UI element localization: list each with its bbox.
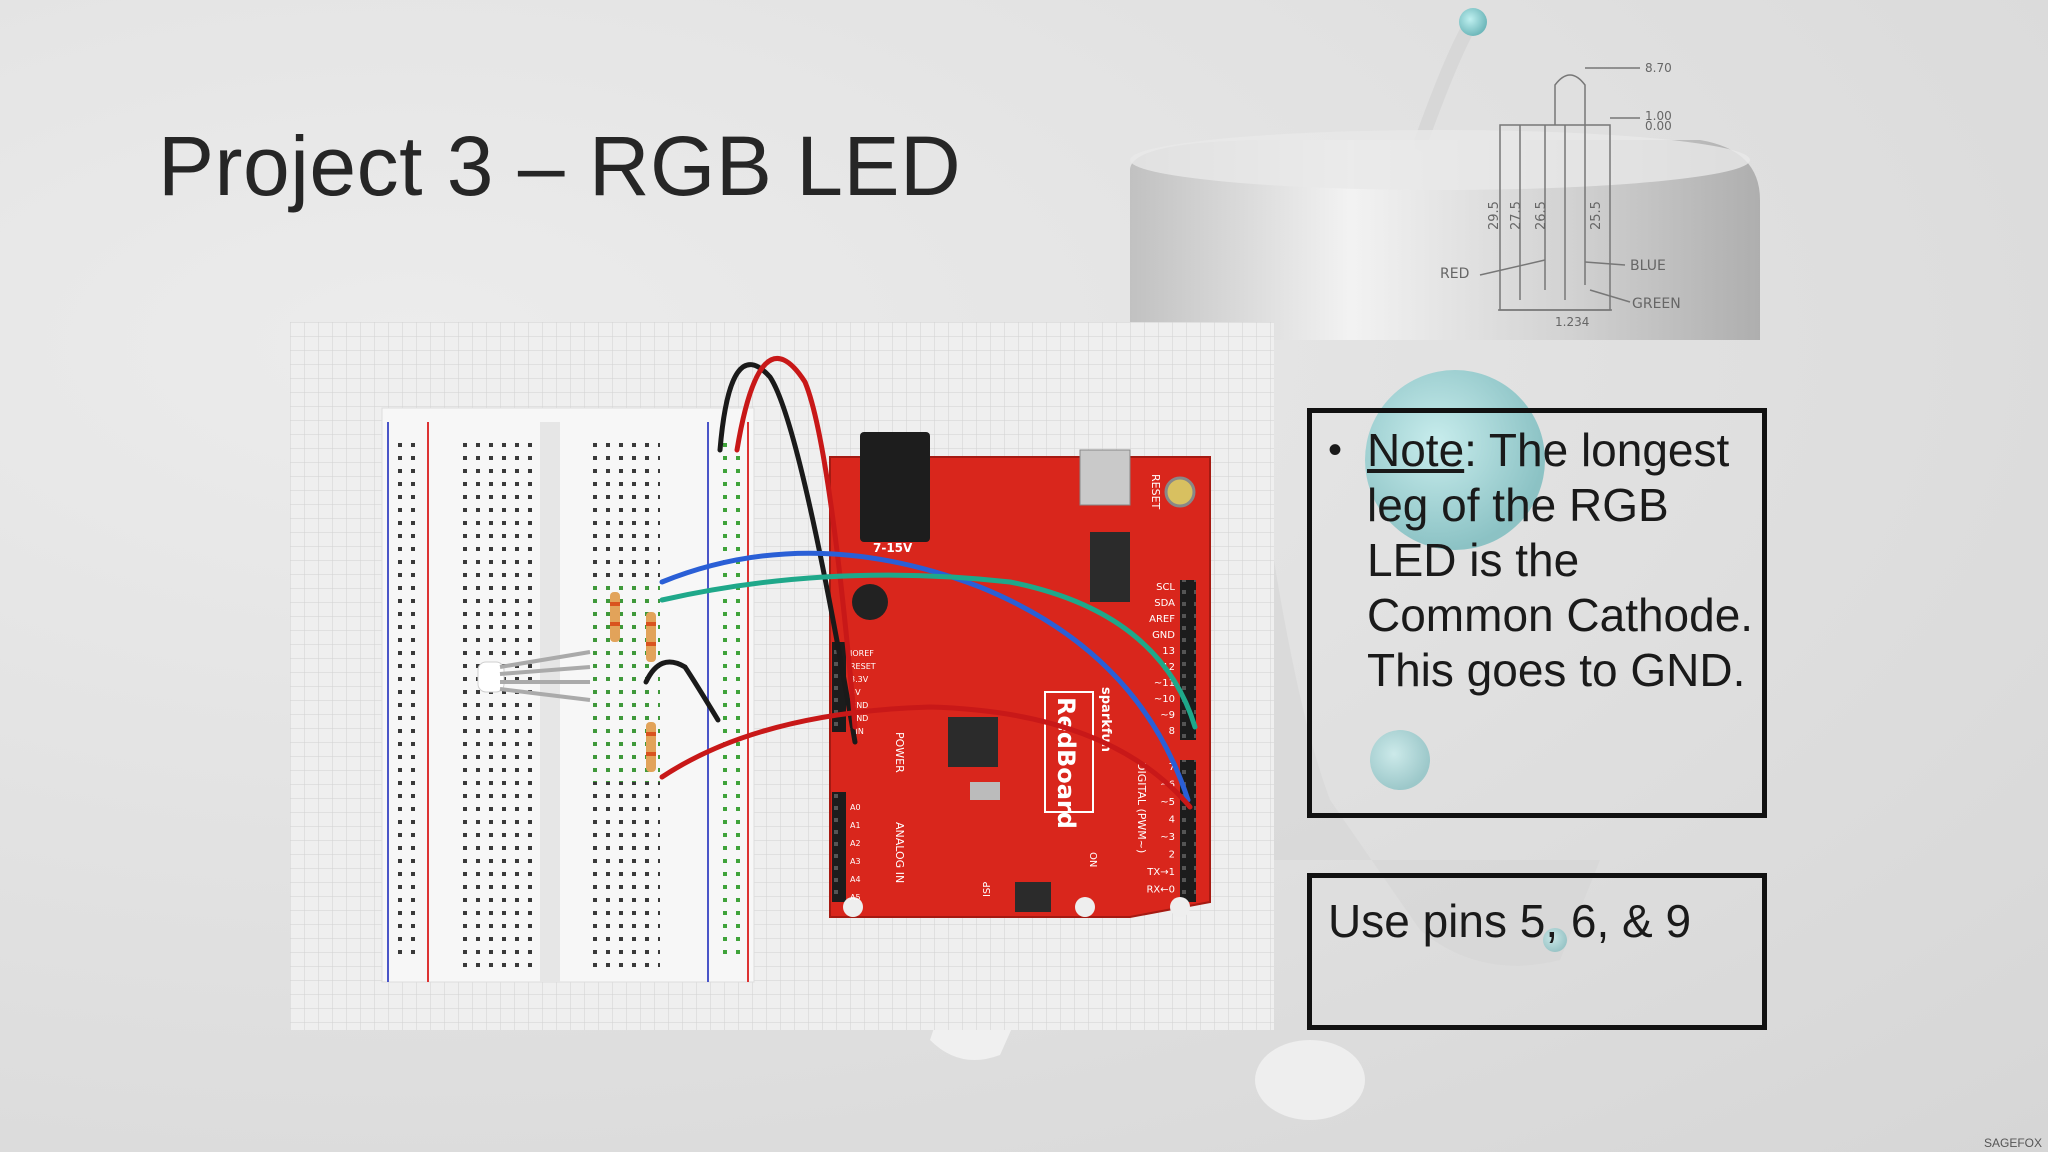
wire-black-gnd — [717, 362, 858, 745]
led-leg-label-green: GREEN — [1632, 296, 1681, 312]
digital-pin-label: ~3 — [1160, 832, 1175, 843]
dim-label-vertical: 29.5 — [1487, 201, 1502, 230]
power-pin-label: VIN — [850, 727, 864, 736]
analog-pin-label: A1 — [850, 821, 861, 830]
dim-label: 0.00 — [1645, 119, 1672, 133]
power-jack-label: 7-15V — [873, 541, 913, 555]
digital-pin-label: ~10 — [1154, 694, 1175, 705]
digital-pin-label: 13 — [1162, 646, 1175, 657]
dim-label: 8.70 — [1645, 61, 1672, 75]
reset-label: RESET — [1149, 474, 1162, 510]
digital-pin-label: RX←0 — [1146, 885, 1175, 896]
digital-pin-label: 2 — [1169, 850, 1175, 861]
digital-pin-label: ~5 — [1160, 797, 1175, 808]
power-pin-label: 5V — [850, 688, 861, 697]
digital-pin-label: 12 — [1162, 662, 1175, 673]
note-body: : The longest leg of the RGB LED is the … — [1367, 424, 1754, 696]
jumper-wires — [643, 356, 1198, 810]
power-pin-label: IOREF — [850, 649, 874, 658]
digital-label: DIGITAL (PWM~) — [1135, 762, 1148, 853]
power-pin-label: GND — [850, 701, 868, 710]
digital-pin-label: ~11 — [1154, 678, 1175, 689]
rgb-led — [477, 650, 591, 702]
redboard — [829, 432, 1211, 918]
dim-label-vertical: 25.5 — [1589, 201, 1604, 230]
on-label: ON — [1087, 852, 1098, 867]
dim-label: 1.234 — [1555, 315, 1589, 329]
power-pin-label: RESET — [850, 662, 876, 671]
power-pin-label: 3.3V — [850, 675, 869, 684]
breadboard — [381, 407, 755, 983]
isp-label: ISP — [982, 882, 993, 897]
analog-pin-label: A5 — [850, 893, 861, 902]
note-box: • Note: The longest leg of the RGB LED i… — [1307, 408, 1767, 818]
digital-pin-label: GND — [1152, 630, 1175, 641]
wire-red-5v — [734, 356, 858, 730]
digital-pin-label: 4 — [1169, 815, 1175, 826]
analog-label: ANALOG IN — [893, 822, 906, 883]
led-dimension-drawing — [1479, 67, 1640, 311]
footer-brand: SAGEFOX — [1983, 1136, 2042, 1150]
power-pin-label: GND — [850, 714, 868, 723]
dim-label-vertical: 27.5 — [1509, 201, 1524, 230]
digital-pin-label: SDA — [1154, 598, 1175, 609]
digital-pin-label: 7 — [1169, 762, 1175, 773]
board-brand-label: sparkfun — [1098, 687, 1113, 752]
pins-box: Use pins 5, 6, & 9 — [1307, 873, 1767, 1030]
analog-pin-label: A2 — [850, 839, 861, 848]
bullet-icon: • — [1328, 428, 1343, 472]
wire-red-pin — [659, 704, 1193, 810]
wire-blue-pin — [659, 550, 1191, 803]
wire-green-pin — [659, 572, 1198, 730]
led-leg-label-red: RED — [1440, 266, 1469, 282]
analog-pin-label: A4 — [850, 875, 861, 884]
resistors — [610, 592, 656, 772]
digital-pin-label: AREF — [1149, 614, 1175, 625]
digital-pin-label: TX→1 — [1146, 867, 1175, 878]
pins-text: Use pins 5, 6, & 9 — [1328, 895, 1692, 947]
slide-title: Project 3 – RGB LED — [158, 119, 962, 213]
digital-pin-label: SCL — [1156, 582, 1175, 593]
note-label: Note — [1367, 424, 1465, 476]
power-label: POWER — [893, 732, 906, 773]
led-leg-label-blue: BLUE — [1630, 258, 1666, 274]
note-text: Note: The longest leg of the RGB LED is … — [1367, 423, 1767, 698]
dim-label-vertical: 26.5 — [1534, 201, 1549, 230]
wire-black-cathode — [643, 659, 721, 723]
board-name-label: RedBoard — [1052, 697, 1080, 829]
dim-label: 1.00 — [1645, 109, 1672, 123]
analog-pin-label: A0 — [850, 803, 861, 812]
circuit-diagram: 7-15V RESET RedBoard sparkfun DIGITAL (P… — [290, 322, 1274, 1030]
digital-pin-label: 8 — [1169, 726, 1175, 737]
analog-pin-label: A3 — [850, 857, 861, 866]
digital-pin-label: ~9 — [1160, 710, 1175, 721]
